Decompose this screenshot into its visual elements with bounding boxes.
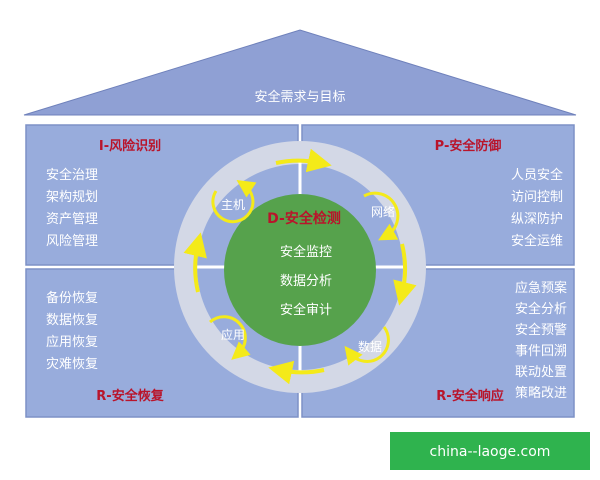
top-left-item: 资产管理 <box>46 212 98 227</box>
bottom-right-item: 安全分析 <box>515 301 567 317</box>
bottom-left-item: 灾难恢复 <box>46 356 98 372</box>
watermark-text: china--laoge.com <box>430 444 551 460</box>
node-cycle-arrow <box>363 191 400 241</box>
top-left-item: 风险管理 <box>46 234 98 249</box>
bottom-right-item: 安全预警 <box>515 322 567 338</box>
bottom-right-item: 联动处置 <box>515 365 567 380</box>
bottom-left-item: 应用恢复 <box>46 334 98 350</box>
top-right-title: P-安全防御 <box>435 138 502 154</box>
node-app-label: 应用 <box>221 327 245 342</box>
top-right-item: 访问控制 <box>511 190 563 205</box>
node-cycle-arrow <box>209 315 251 360</box>
bottom-right-item: 策略改进 <box>515 385 567 401</box>
node-cycle-arrow <box>211 179 257 224</box>
node-cycle-arrow <box>344 326 390 366</box>
node-host: 主机 <box>211 179 257 224</box>
node-host-label: 主机 <box>221 198 245 212</box>
flow-arrow <box>275 148 332 173</box>
bottom-right-item: 应急预案 <box>515 280 567 296</box>
node-network: 网络 <box>363 191 400 241</box>
node-data: 数据 <box>344 326 390 366</box>
roof <box>23 29 577 116</box>
top-left-item: 架构规划 <box>46 190 98 205</box>
top-right-item: 人员安全 <box>511 167 563 183</box>
top-right-item: 安全运维 <box>511 233 563 249</box>
bottom-left-item: 数据恢复 <box>46 313 98 328</box>
node-data-label: 数据 <box>358 339 382 354</box>
top-right-item: 纵深防护 <box>511 211 563 227</box>
center-circle <box>224 194 376 346</box>
watermark-box <box>390 432 590 470</box>
flow-arrow <box>183 232 207 293</box>
flow-arrow <box>393 243 417 306</box>
node-network-label: 网络 <box>371 204 395 219</box>
top-left-item: 安全治理 <box>46 167 98 183</box>
top-left-title: I-风险识别 <box>99 138 161 154</box>
bottom-left-item: 备份恢复 <box>46 290 98 306</box>
bottom-left-title: R-安全恢复 <box>96 388 164 404</box>
node-app: 应用 <box>209 315 251 360</box>
roof-title: 安全需求与目标 <box>254 89 345 105</box>
center-item: 安全审计 <box>280 302 332 318</box>
flow-arrow <box>268 360 325 385</box>
bottom-right-title: R-安全响应 <box>436 388 503 404</box>
center-item: 数据分析 <box>280 274 332 289</box>
center-title: D-安全检测 <box>267 210 341 227</box>
center-item: 安全监控 <box>280 244 332 260</box>
bottom-right-item: 事件回溯 <box>515 343 567 359</box>
